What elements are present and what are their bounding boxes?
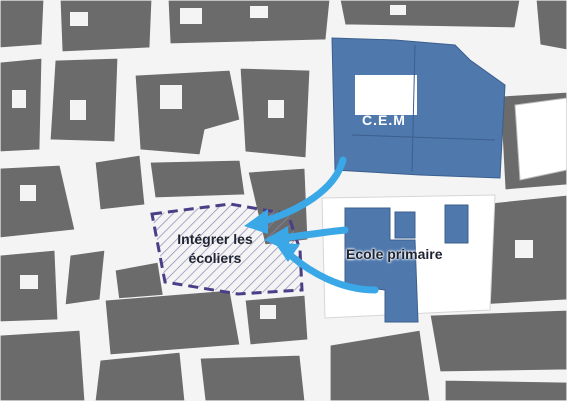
building-block xyxy=(429,309,567,373)
building-block xyxy=(94,351,186,401)
ecole-primaire-label: Ecole primaire xyxy=(346,246,443,262)
plaza xyxy=(514,97,567,181)
building-block xyxy=(339,0,521,29)
building-block xyxy=(0,0,45,49)
building-block xyxy=(0,164,76,239)
building-block xyxy=(444,379,567,401)
arrowhead xyxy=(275,243,300,262)
building-block xyxy=(104,289,241,356)
building-block xyxy=(329,329,431,401)
arrow-from-cem xyxy=(258,156,347,226)
cem-label: C.E.M xyxy=(362,112,406,128)
building-block xyxy=(149,159,246,199)
building-block xyxy=(167,0,331,45)
arrowheads xyxy=(244,209,300,262)
arrowhead xyxy=(244,209,268,234)
building-block xyxy=(64,249,106,306)
building-block xyxy=(199,354,306,401)
building-block xyxy=(244,294,309,346)
courtyards xyxy=(12,5,552,319)
cem-building xyxy=(331,37,506,179)
arrow-from-ecole-2 xyxy=(286,251,379,294)
zone-label: Intégrer les écoliers xyxy=(177,231,253,266)
building-block xyxy=(535,0,567,51)
building-block xyxy=(94,154,146,211)
building-block xyxy=(0,329,86,401)
